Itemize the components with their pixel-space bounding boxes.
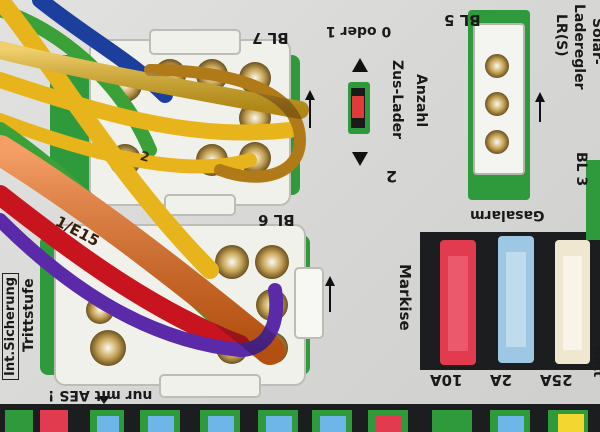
label-solar: Solar- — [589, 18, 600, 65]
wire-bundle — [0, 0, 309, 365]
label-jumper-options: 0 oder 1 — [326, 23, 392, 39]
label-trittstufe: Trittstufe — [21, 278, 37, 352]
label-bl5: BL 5 — [444, 11, 481, 29]
fuse-row-right — [420, 232, 600, 370]
label-zus-lader: Zus-Lader — [389, 60, 405, 140]
label-bett: Bett — [590, 346, 600, 378]
label-laderegler: Laderegler — [571, 4, 587, 90]
label-anzahl: Anzahl — [413, 74, 429, 128]
label-bl6: BL 6 — [258, 211, 295, 229]
terminal-pin — [485, 92, 509, 116]
label-bl7: BL 7 — [252, 29, 289, 47]
label-fuse-25a: 25A — [540, 371, 573, 389]
terminal-pin — [215, 245, 249, 279]
label-int-sicherung: Int.Sicherung — [2, 272, 19, 380]
label-bl3: BL 3 — [573, 152, 589, 187]
label-lrs: LR(S) — [553, 14, 569, 57]
fuse-strip-bottom — [0, 404, 600, 432]
label-gasalarm: Gasalarm — [470, 207, 545, 223]
label-fuse-2a: 2A — [490, 371, 513, 389]
terminal-pin — [255, 245, 289, 279]
label-fuse-10a: 10A — [430, 371, 463, 389]
connector-bl5 — [468, 10, 530, 200]
label-markise: Markise — [396, 264, 414, 331]
terminal-pin — [485, 54, 509, 78]
label-aes: nur mit AES ! — [48, 387, 153, 403]
jumper-switch — [348, 58, 370, 166]
terminal-pin — [90, 330, 126, 366]
label-count-2: 2 — [386, 167, 398, 186]
direction-arrows — [98, 90, 545, 404]
terminal-pin — [485, 130, 509, 154]
